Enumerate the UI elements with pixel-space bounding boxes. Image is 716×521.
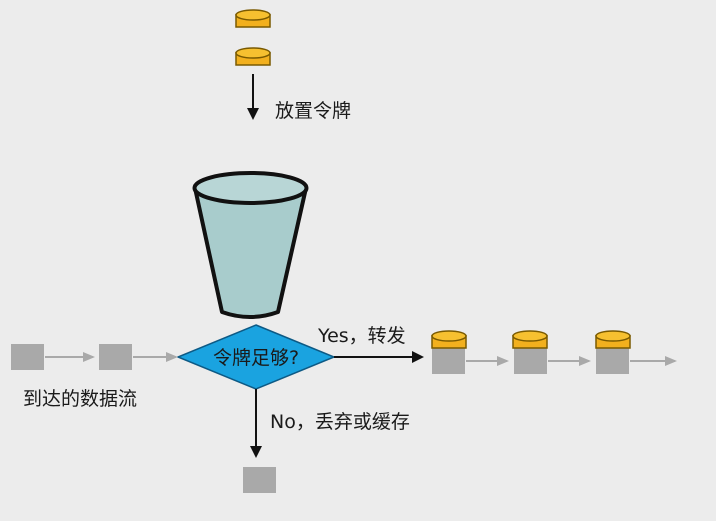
token-coin-top-2 [235,47,271,66]
arriving-flow-label: 到达的数据流 [23,388,137,410]
forwarded-packet-1 [431,330,467,374]
decision-label: 令牌足够? [213,347,299,369]
incoming-packet-1 [11,344,44,370]
token-coin-top-1 [235,9,271,28]
bucket-icon [192,171,309,319]
forwarded-packet-2 [512,330,548,374]
yes-forward-label: Yes，转发 [317,325,406,347]
forwarded-packet-3 [595,330,631,374]
place-token-label: 放置令牌 [275,100,351,122]
incoming-packet-2 [99,344,132,370]
dropped-packet [243,467,276,493]
no-drop-label: No，丢弃或缓存 [270,411,410,433]
